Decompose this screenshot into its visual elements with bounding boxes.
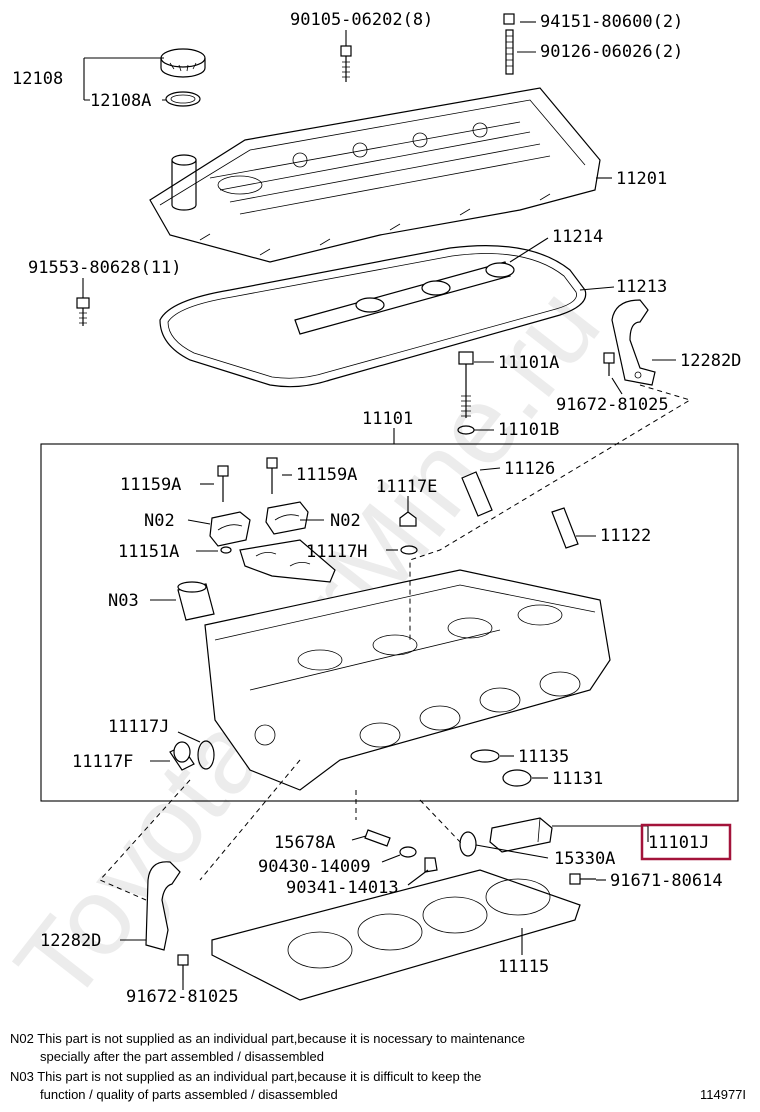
highlight-box-11101j xyxy=(640,823,732,861)
label-91672-bottom[interactable]: 91672-81025 xyxy=(126,987,239,1007)
label-11126[interactable]: 11126 xyxy=(504,459,555,479)
label-94151[interactable]: 94151-80600(2) xyxy=(540,12,683,32)
label-91672-top[interactable]: 91672-81025 xyxy=(556,395,669,415)
filler-cap-gasket[interactable] xyxy=(165,91,201,107)
label-11117e[interactable]: 11117E xyxy=(376,477,437,497)
label-91671[interactable]: 91671-80614 xyxy=(610,871,723,891)
union-bolt-15678a[interactable] xyxy=(364,829,391,847)
note-n02-line1: N02 This part is not supplied as an indi… xyxy=(10,1031,525,1046)
label-n02-left[interactable]: N02 xyxy=(144,511,175,531)
label-11101b[interactable]: 11101B xyxy=(498,420,559,440)
note-n03-line1: N03 This part is not supplied as an indi… xyxy=(10,1069,481,1084)
label-15678a[interactable]: 15678A xyxy=(274,833,335,853)
label-11117f[interactable]: 11117F xyxy=(72,752,133,772)
cylinder-head-assembly-frame xyxy=(40,443,739,802)
oil-filler-cap[interactable] xyxy=(160,48,206,78)
label-11115[interactable]: 11115 xyxy=(498,957,549,977)
camshaft-bearing-cap-strip[interactable] xyxy=(239,539,336,583)
label-11159a-right[interactable]: 11159A xyxy=(296,465,357,485)
label-12108[interactable]: 12108 xyxy=(12,69,63,89)
valve-guide-11122[interactable] xyxy=(551,507,579,549)
cover-stud[interactable] xyxy=(503,13,515,75)
label-11122[interactable]: 11122 xyxy=(600,526,651,546)
label-11101a[interactable]: 11101A xyxy=(498,353,559,373)
label-11214[interactable]: 11214 xyxy=(552,227,603,247)
camshaft-bearing-cap-right[interactable] xyxy=(265,501,309,535)
note-n03-line2: function / quality of parts assembled / … xyxy=(40,1087,338,1102)
gasket-11131[interactable] xyxy=(502,769,532,787)
label-11159a-left[interactable]: 11159A xyxy=(120,475,181,495)
o-ring-11117h[interactable] xyxy=(400,545,418,555)
spark-plug-tube-gasket[interactable] xyxy=(294,261,515,335)
label-15330a[interactable]: 15330A xyxy=(554,849,615,869)
label-n03[interactable]: N03 xyxy=(108,591,139,611)
plug-11117e[interactable] xyxy=(399,511,417,527)
label-90430[interactable]: 90430-14009 xyxy=(258,857,371,877)
dashed-lines xyxy=(99,384,692,901)
ocv-gasket-ring[interactable] xyxy=(459,831,477,857)
engine-hanger-top[interactable] xyxy=(611,299,656,386)
cover-gasket[interactable] xyxy=(159,245,587,388)
label-11101[interactable]: 11101 xyxy=(362,409,413,429)
label-90105[interactable]: 90105-06202(8) xyxy=(290,10,433,30)
cover-bolt[interactable] xyxy=(340,45,352,82)
ocv-bolt[interactable] xyxy=(569,873,596,885)
label-91553[interactable]: 91553-80628(11) xyxy=(28,258,182,278)
label-11151a[interactable]: 11151A xyxy=(118,542,179,562)
label-11213[interactable]: 11213 xyxy=(616,277,667,297)
cap-bolt-left[interactable] xyxy=(217,465,229,502)
label-90341[interactable]: 90341-14013 xyxy=(286,878,399,898)
label-n02-right[interactable]: N02 xyxy=(330,511,361,531)
cylinder-head-gasket[interactable] xyxy=(211,869,581,1001)
valve-guide-11126[interactable] xyxy=(461,471,493,517)
leader-lines xyxy=(82,21,676,990)
cap-bolt-right[interactable] xyxy=(266,457,278,494)
cylinder-head-cover[interactable] xyxy=(149,87,601,263)
label-11131[interactable]: 11131 xyxy=(552,769,603,789)
head-bolt[interactable] xyxy=(458,351,474,418)
note-n02-line2: specially after the part assembled / dis… xyxy=(40,1049,324,1064)
label-11101j[interactable]: 11101J xyxy=(648,833,709,853)
plug-90341[interactable] xyxy=(424,857,438,873)
gasket-90430[interactable] xyxy=(399,846,417,858)
label-12108a[interactable]: 12108A xyxy=(90,91,151,111)
label-12282d-top[interactable]: 12282D xyxy=(680,351,741,371)
cylinder-head[interactable] xyxy=(204,569,611,791)
camshaft-bearing-cap-left[interactable] xyxy=(209,511,251,547)
straight-pin[interactable] xyxy=(220,546,232,554)
cylinder-part-n03[interactable] xyxy=(177,581,215,621)
engine-hanger-bottom[interactable] xyxy=(145,861,181,951)
cover-bolt-small[interactable] xyxy=(76,297,90,326)
label-90126[interactable]: 90126-06026(2) xyxy=(540,42,683,62)
plug-11117j[interactable] xyxy=(197,740,215,770)
label-11201[interactable]: 11201 xyxy=(616,169,667,189)
diagram-id: 114977I xyxy=(700,1087,746,1102)
label-12282d-bottom[interactable]: 12282D xyxy=(40,931,101,951)
label-11117j[interactable]: 11117J xyxy=(108,717,169,737)
label-11117h[interactable]: 11117H xyxy=(306,542,367,562)
hanger-bolt-top[interactable] xyxy=(603,352,615,376)
oil-control-valve[interactable] xyxy=(489,817,553,853)
plug-11117f[interactable] xyxy=(169,741,195,771)
gasket-11135[interactable] xyxy=(470,749,500,763)
label-11135[interactable]: 11135 xyxy=(518,747,569,767)
hanger-bolt-bottom[interactable] xyxy=(177,954,189,980)
